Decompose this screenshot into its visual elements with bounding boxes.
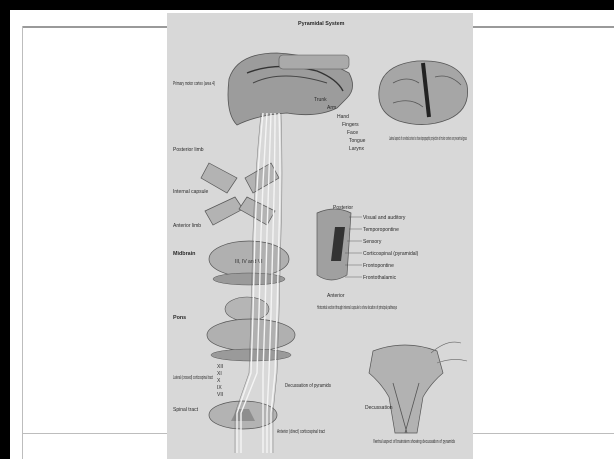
- lateral-caption-line1: Lateral aspect of cerebral cortex to sho…: [389, 136, 467, 142]
- cranial-nerve-labels: XII XI X IX VII: [217, 364, 223, 398]
- pyramidal-system-plate: Pyramidal System Trunk Arm Hand Fingers …: [167, 13, 473, 459]
- ventral-brainstem-drawing: [369, 342, 467, 433]
- homunculus-label: Larynx: [349, 146, 365, 152]
- decussation-label: Decussation: [365, 405, 393, 411]
- homunculus-label: Trunk: [314, 97, 327, 103]
- internal-capsule-label: Internal capsule: [173, 189, 209, 195]
- spinal-tract-label: Spinal tract: [173, 407, 199, 413]
- capsule-label: Temporopontine: [363, 227, 399, 233]
- anterior-limb-label: Anterior limb: [173, 223, 201, 229]
- homunculus-label: Hand: [337, 114, 349, 120]
- horizontal-section-caption: Horizontal section through internal caps…: [317, 305, 397, 311]
- midbrain-nuclei-label: III, IV and VI: [235, 259, 263, 265]
- capsule-label: Visual and auditory: [363, 215, 406, 221]
- midbrain-label: Midbrain: [173, 251, 195, 257]
- capsule-label: Anterior: [327, 293, 345, 299]
- pyramidal-system-illustration: Pyramidal System Trunk Arm Hand Fingers …: [167, 13, 473, 459]
- homunculus-label: Fingers: [342, 122, 359, 128]
- homunculus-label: Tongue: [349, 138, 366, 144]
- anterior-tract-label: Anterior (direct) corticospinal tract: [277, 429, 325, 435]
- lateral-brain-drawing: [379, 61, 468, 125]
- coronal-brain-section: [228, 53, 353, 125]
- pons-label: Pons: [173, 315, 186, 321]
- cranial-nerve-label: VII: [217, 392, 223, 398]
- homunculus-label: Arm: [327, 105, 336, 111]
- plate-title: Pyramidal System: [298, 21, 345, 27]
- lateral-tract-label: Lateral (crossed) corticospinal tract: [173, 375, 213, 381]
- homunculus-label: Face: [347, 130, 358, 136]
- cranial-nerve-label: XII: [217, 364, 223, 370]
- capsule-label: Sensory: [363, 239, 382, 245]
- ventral-caption: Ventral aspect of brainstem showing decu…: [373, 439, 455, 445]
- capsule-label: Frontothalamic: [363, 275, 397, 281]
- cortex-label: Primary motor cortex (area 4): [173, 81, 215, 87]
- decussation-of-pyramids-label: Decussation of pyramids: [285, 383, 331, 389]
- slide-left-rule: [22, 26, 23, 459]
- capsule-label: Corticospinal (pyramidal): [363, 251, 419, 257]
- capsule-label: Posterior: [333, 205, 353, 211]
- cranial-nerve-label: XI: [217, 371, 222, 377]
- slide: Pyramidal System Trunk Arm Hand Fingers …: [10, 10, 614, 459]
- cranial-nerve-label: IX: [217, 385, 222, 391]
- posterior-limb-label: Posterior limb: [173, 147, 204, 153]
- capsule-label: Frontopontine: [363, 263, 394, 269]
- capsule-horizontal-section: [317, 209, 351, 280]
- cranial-nerve-label: X: [217, 378, 221, 384]
